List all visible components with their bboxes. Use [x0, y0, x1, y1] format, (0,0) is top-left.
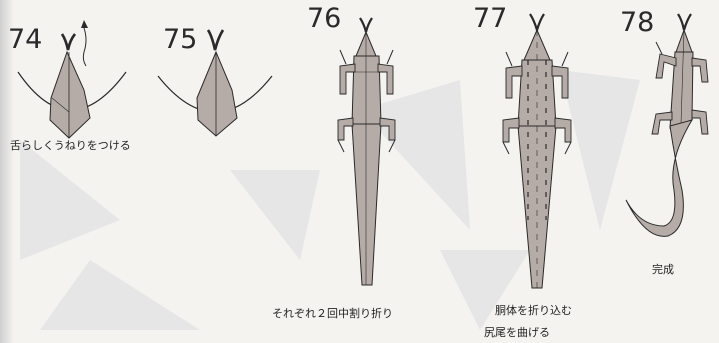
step-caption: 舌らしくうねりをつける [10, 139, 131, 152]
binding-shadow [0, 0, 14, 343]
step-caption: それぞれ２回中割り折り [272, 307, 393, 320]
step-number: 74 [8, 24, 43, 55]
step-number: 77 [473, 3, 508, 34]
step-number: 78 [620, 7, 655, 38]
step-caption: 胴体を折り込む [495, 304, 572, 317]
step-number: 76 [307, 3, 342, 34]
step-number: 75 [163, 24, 198, 55]
step-caption: 尻尾を曲げる [484, 326, 550, 339]
step-caption: 完成 [652, 263, 674, 276]
